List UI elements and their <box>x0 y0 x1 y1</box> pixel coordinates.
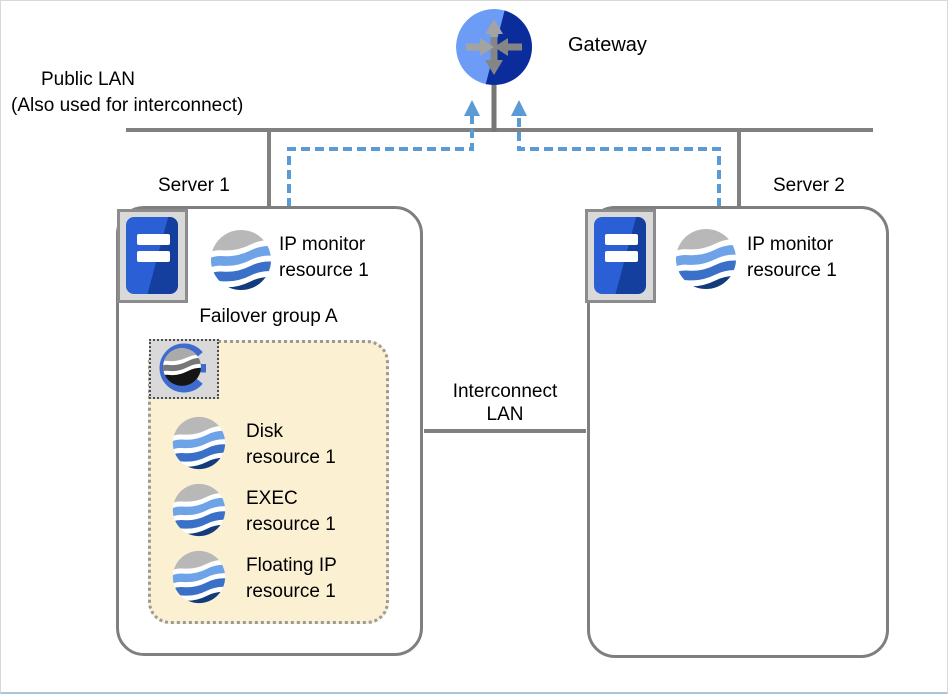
floating-ip-resource-line1: Floating IP <box>246 555 337 576</box>
floating-ip-resource-globe-icon <box>172 550 226 604</box>
gateway-router-icon <box>456 9 532 85</box>
public-lan-label-line1: Public LAN <box>41 69 135 90</box>
server1-label: Server 1 <box>158 175 230 196</box>
floating-ip-resource-label: Floating IP resource 1 <box>246 553 337 605</box>
server2-label: Server 2 <box>773 175 845 196</box>
server1-ip-monitor-line2: resource 1 <box>279 260 369 281</box>
public-lan-line <box>126 83 873 207</box>
interconnect-lan-line1: Interconnect <box>452 381 558 402</box>
exec-resource-line2: resource 1 <box>246 514 336 535</box>
floating-ip-resource-line2: resource 1 <box>246 581 336 602</box>
disk-resource-label: Disk resource 1 <box>246 419 336 471</box>
monitor-arrow-server2 <box>511 100 721 207</box>
server-slot-bar <box>137 234 170 245</box>
server2-tower-icon <box>585 209 656 303</box>
interconnect-lan-line2: LAN <box>486 404 524 425</box>
server1-ip-monitor-globe-icon <box>210 229 272 291</box>
failover-group-label: Failover group A <box>199 306 338 327</box>
exec-resource-globe-icon <box>172 483 226 537</box>
server2-ip-monitor-label: IP monitor resource 1 <box>747 232 837 284</box>
exec-resource-line1: EXEC <box>246 488 298 509</box>
server1-tower-icon <box>117 209 188 303</box>
router-arrows <box>466 19 522 75</box>
public-lan-label-line2: (Also used for interconnect) <box>11 95 244 116</box>
server-slot-bar <box>605 251 638 262</box>
server2-ip-monitor-line2: resource 1 <box>747 260 837 281</box>
server-slot-bar <box>605 234 638 245</box>
server-slot-bar <box>137 251 170 262</box>
cluster-group-g-icon <box>159 343 206 393</box>
server-tower-shape <box>126 217 178 294</box>
interconnect-lan-label: Interconnect LAN <box>424 380 586 426</box>
exec-resource-label: EXEC resource 1 <box>246 486 336 538</box>
disk-resource-globe-icon <box>172 416 226 470</box>
server1-ip-monitor-line1: IP monitor <box>279 234 366 255</box>
monitor-arrow-server1 <box>287 100 480 207</box>
disk-resource-line1: Disk <box>246 421 283 442</box>
server2-ip-monitor-line1: IP monitor <box>747 234 834 255</box>
failover-group-icon-square <box>149 339 219 399</box>
server-tower-shape <box>594 217 646 294</box>
server2-ip-monitor-globe-icon <box>675 228 737 290</box>
gateway-label: Gateway <box>568 34 647 56</box>
disk-resource-line2: resource 1 <box>246 447 336 468</box>
server1-ip-monitor-label: IP monitor resource 1 <box>279 232 369 284</box>
